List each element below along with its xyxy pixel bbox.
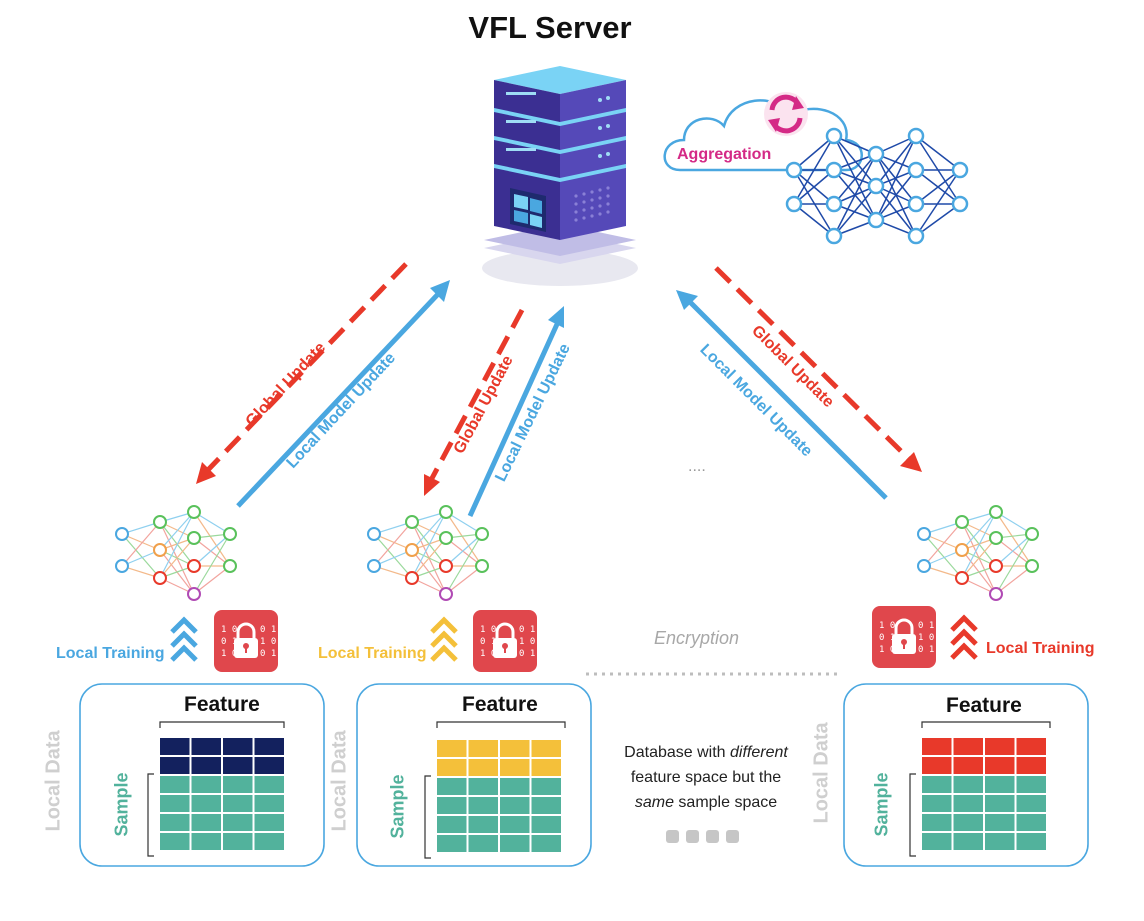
local-training-label-2: Local Training <box>318 645 427 662</box>
page-title: VFL Server <box>468 10 632 45</box>
chevron-up-icon-1 <box>170 616 198 662</box>
svg-text:1 0: 1 0 <box>879 621 895 631</box>
encryption-label: Encryption <box>654 628 740 648</box>
svg-text:0 1: 0 1 <box>918 645 934 655</box>
cloud-icon <box>663 99 863 172</box>
arrows <box>196 262 922 518</box>
sample-brackets <box>147 773 916 859</box>
feature-label-2: Feature <box>462 693 538 716</box>
description-line1-a: Database with <box>624 744 731 761</box>
lock-icon-2: 1 0 0 1 1 0 0 1 1 0 0 1 <box>473 610 537 672</box>
local-training-label-1: Local Training <box>56 645 165 662</box>
svg-text:1 0: 1 0 <box>879 645 895 655</box>
local-data-label-2: Local Data <box>328 730 351 832</box>
lock-icon-1: 1 0 0 1 1 0 0 1 1 0 0 1 <box>214 610 278 672</box>
global-model-network-icon <box>785 127 969 245</box>
local-model-network-icon-3 <box>917 505 1039 601</box>
svg-text:0 1: 0 1 <box>519 625 535 635</box>
svg-text:1 0: 1 0 <box>221 649 237 659</box>
description-line3-a: same <box>634 794 674 811</box>
description-line1-b: different <box>730 744 788 761</box>
data-table-3 <box>922 738 1046 850</box>
local-training-label-3: Local Training <box>986 640 1095 657</box>
svg-text:1 0: 1 0 <box>480 625 496 635</box>
description-line2: feature space but the <box>630 769 782 786</box>
svg-text:1 0: 1 0 <box>918 633 934 643</box>
global-update-arrow-1 <box>204 262 408 474</box>
svg-text:0 1: 0 1 <box>918 621 934 631</box>
description-line3-b: sample space <box>673 794 778 811</box>
sample-label-2: Sample <box>387 774 408 839</box>
local-update-arrow-2 <box>467 320 561 518</box>
local-update-arrow-1 <box>236 290 442 508</box>
svg-text:0 1: 0 1 <box>260 649 276 659</box>
svg-text:0 1: 0 1 <box>221 637 237 647</box>
svg-text:1 0: 1 0 <box>260 637 276 647</box>
local-data-label-1: Local Data <box>42 730 65 832</box>
svg-text:0 1: 0 1 <box>480 637 496 647</box>
local-model-network-icon-1 <box>115 505 237 601</box>
svg-text:0 1: 0 1 <box>260 625 276 635</box>
svg-text:1 0: 1 0 <box>221 625 237 635</box>
sync-icon <box>764 92 808 136</box>
feature-brackets <box>159 721 1051 728</box>
aggregation-label: Aggregation <box>677 146 772 163</box>
svg-text:1 0: 1 0 <box>519 637 535 647</box>
more-clients-ellipsis: .... <box>688 458 706 475</box>
more-databases-dots <box>666 830 739 843</box>
global-update-arrow-3 <box>714 266 912 462</box>
sample-label-3: Sample <box>871 772 892 837</box>
svg-text:0 1: 0 1 <box>519 649 535 659</box>
chevron-up-icon-3 <box>950 614 978 660</box>
global-update-arrow-2 <box>427 308 525 484</box>
svg-text:1 0: 1 0 <box>480 649 496 659</box>
chevron-up-icon-2 <box>430 616 458 662</box>
lock-icon-3: 1 0 0 1 1 0 0 1 1 0 0 1 <box>872 606 936 668</box>
local-update-arrow-3 <box>688 300 888 500</box>
data-table-2 <box>437 740 561 852</box>
feature-label-1: Feature <box>184 693 260 716</box>
feature-label-3: Feature <box>946 694 1022 717</box>
server-icon <box>482 66 638 286</box>
database-description: Database with different feature space bu… <box>596 740 816 815</box>
data-table-1 <box>160 738 284 850</box>
local-model-network-icon-2 <box>367 505 489 601</box>
sample-label-1: Sample <box>111 772 132 837</box>
svg-text:0 1: 0 1 <box>879 633 895 643</box>
